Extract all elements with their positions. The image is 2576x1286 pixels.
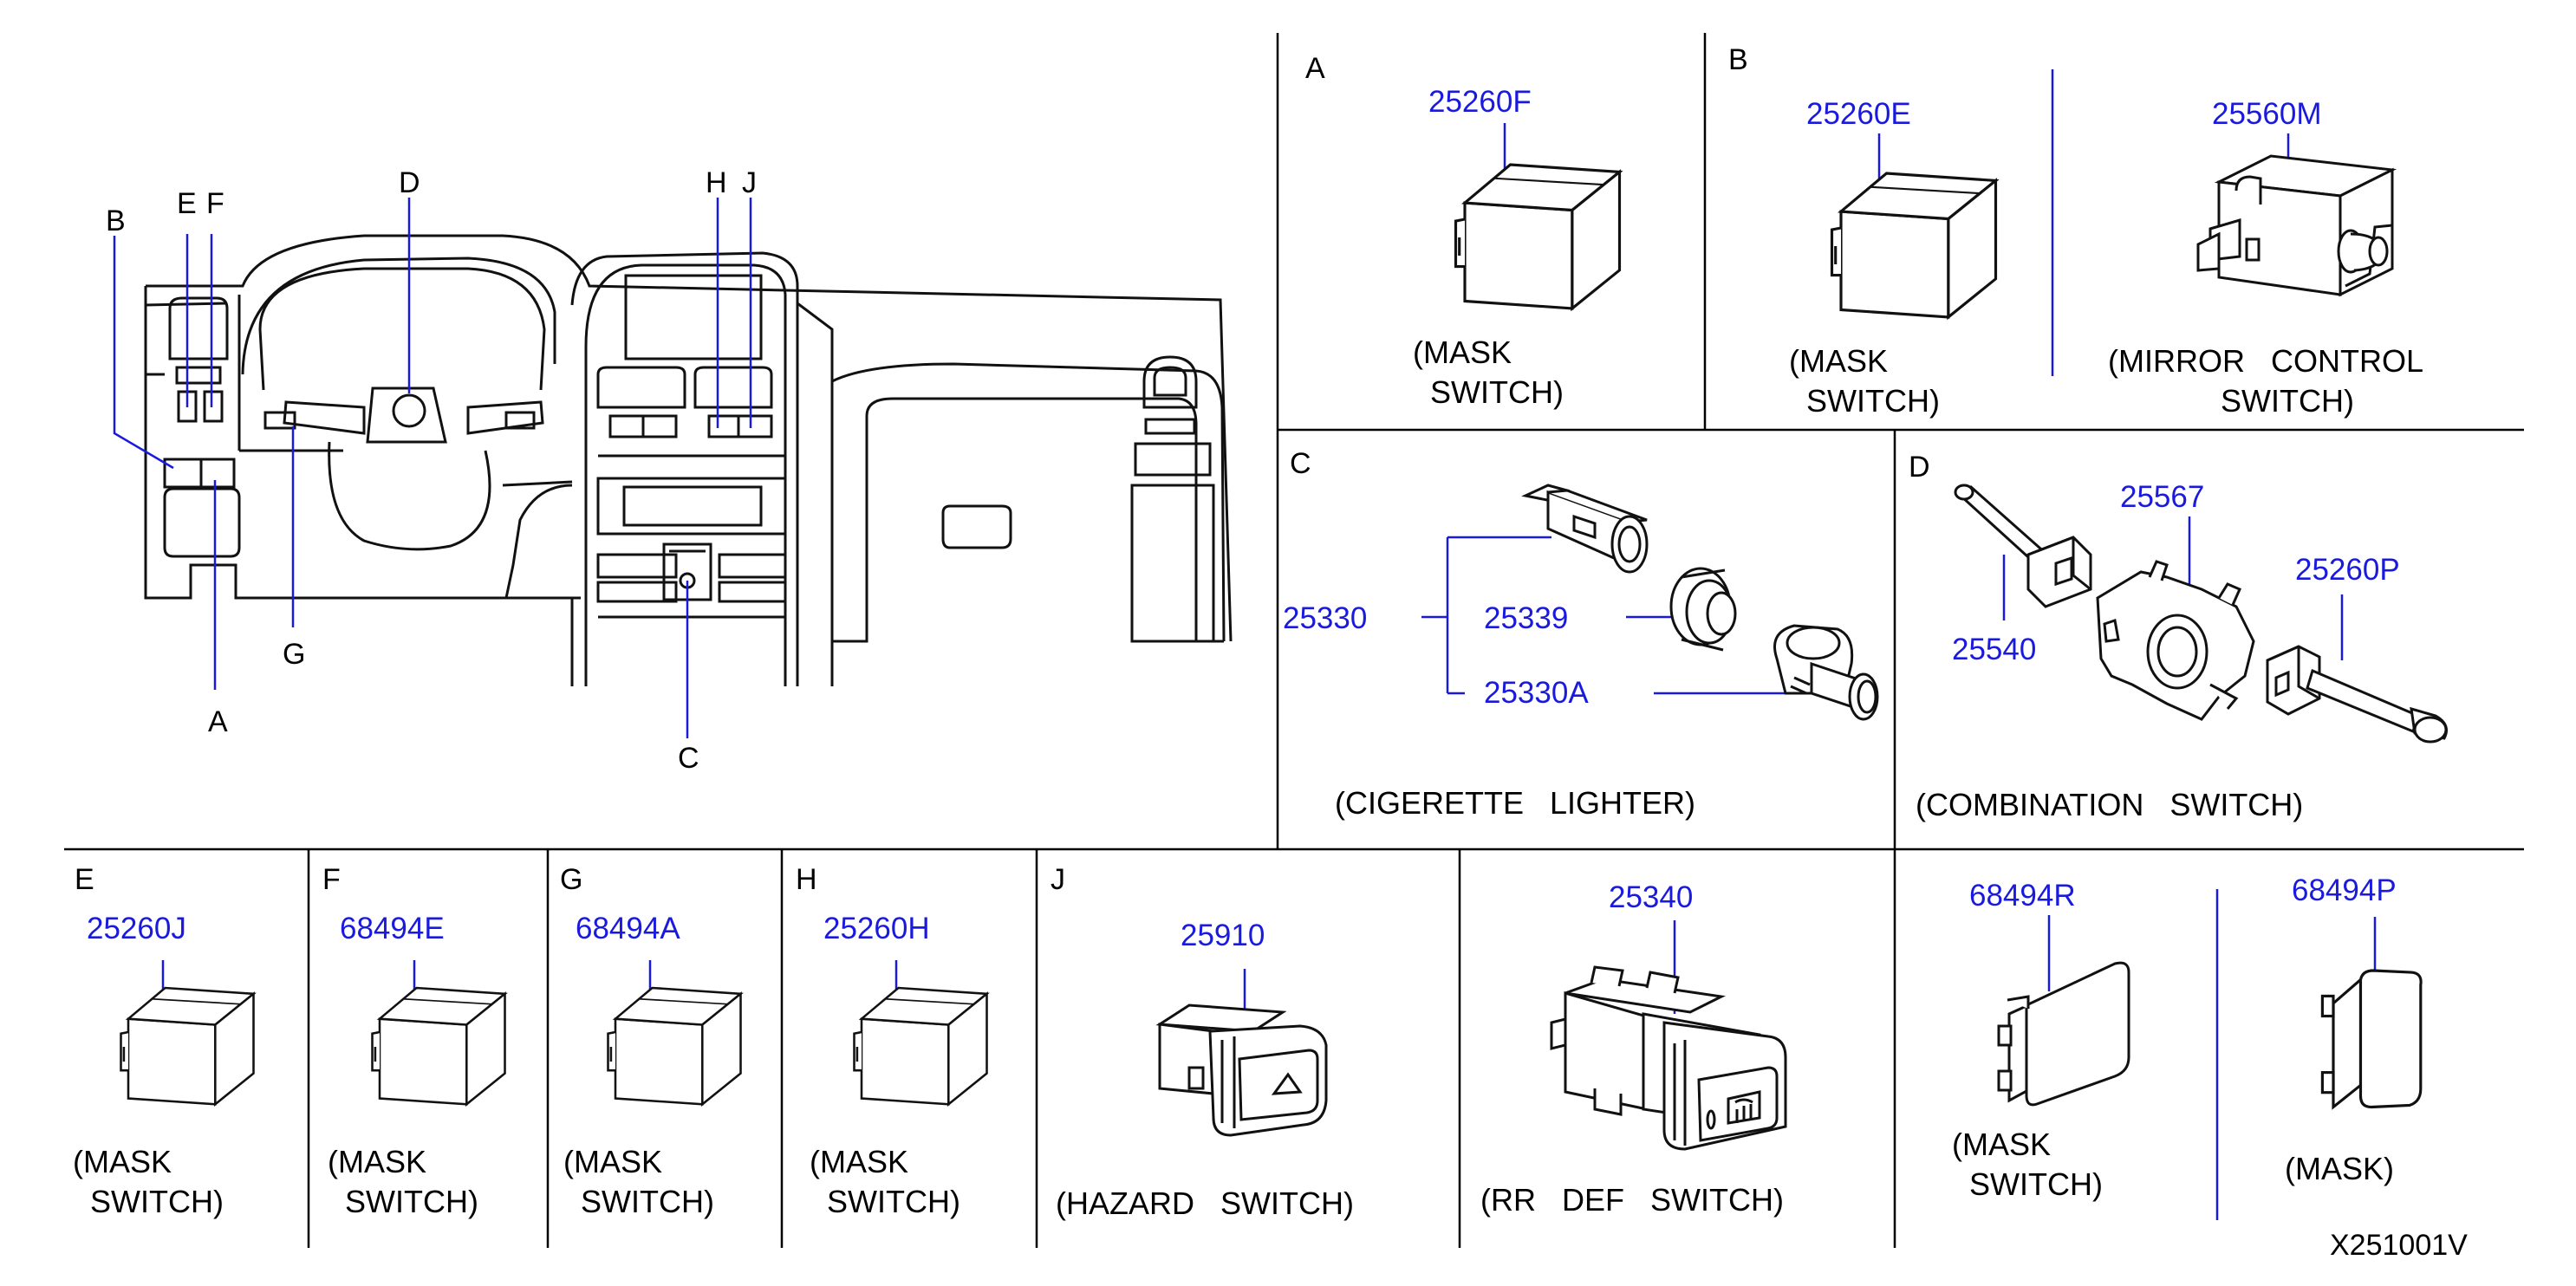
mask-switch-25260J-drawing [120, 960, 255, 1106]
part-number-25567: 25567 [2120, 480, 2205, 514]
callout-C: C [678, 742, 699, 775]
caption-mask-switch-G: (MASK SWITCH) [563, 1144, 714, 1219]
drawing-id: X251001V [2330, 1229, 2468, 1262]
part-number-25330A: 25330A [1484, 676, 1589, 710]
mask-switch-68494R-drawing [1997, 915, 2130, 1107]
rr-def-switch-drawing [1550, 920, 1787, 1151]
section-letter-D: D [1909, 451, 1930, 484]
mask-68494P-drawing [2320, 917, 2423, 1109]
part-number-25540: 25540 [1952, 633, 2037, 666]
section-letter-E: E [75, 863, 94, 896]
section-letter-F: F [322, 863, 341, 896]
section-letter-H: H [796, 863, 817, 896]
caption-mask-P: (MASK) [2285, 1151, 2394, 1186]
part-number-25260H: 25260H [823, 912, 930, 945]
mask-switch-68494A-drawing [607, 960, 742, 1106]
caption-rr-def-switch: (RR DEF SWITCH) [1480, 1182, 1784, 1218]
part-number-68494R: 68494R [1969, 879, 2076, 913]
part-number-25340: 25340 [1609, 880, 1694, 914]
part-number-25560M: 25560M [2212, 97, 2322, 131]
callout-E: E [177, 187, 197, 220]
mask-switch-68494E-drawing [371, 960, 506, 1106]
part-number-25330: 25330 [1283, 601, 1368, 635]
combination-switch-drawing [1954, 484, 2448, 744]
cigarette-lighter-leaders [1421, 536, 1806, 695]
caption-mask-switch-F: (MASK SWITCH) [328, 1144, 478, 1219]
caption-combination-switch: (COMBINATION SWITCH) [1916, 787, 2304, 822]
callout-G: G [283, 638, 306, 671]
callout-J: J [742, 166, 757, 199]
section-letter-J: J [1051, 863, 1065, 896]
overview-leader-lines [113, 198, 752, 738]
callout-F: F [206, 187, 224, 220]
cigarette-lighter-drawing [1521, 484, 1879, 721]
part-number-25260P: 25260P [2295, 553, 2400, 587]
caption-mask-switch-B: (MASK SWITCH) [1789, 343, 1940, 419]
callout-H: H [706, 166, 727, 199]
caption-mask-switch-A: (MASK SWITCH) [1413, 334, 1564, 410]
caption-mask-switch-E: (MASK SWITCH) [73, 1144, 224, 1219]
section-letter-A: A [1305, 52, 1325, 85]
caption-mask-switch-H: (MASK SWITCH) [810, 1144, 960, 1219]
part-number-25260E: 25260E [1806, 97, 1911, 131]
mirror-control-switch-drawing [2196, 133, 2397, 297]
frame-lines [64, 33, 2524, 1248]
part-number-68494P: 68494P [2292, 874, 2397, 907]
part-number-25339: 25339 [1484, 601, 1569, 635]
part-number-25260F: 25260F [1428, 85, 1532, 119]
hazard-switch-drawing [1155, 969, 1328, 1137]
part-number-25260J: 25260J [87, 912, 186, 945]
section-letter-G: G [560, 863, 583, 896]
mask-switch-25260E-drawing [1830, 133, 1998, 319]
dashboard-overview [144, 234, 1233, 686]
caption-hazard-switch: (HAZARD SWITCH) [1056, 1185, 1354, 1221]
section-letter-C: C [1290, 447, 1311, 480]
combination-switch-leaders [2002, 516, 2344, 660]
callout-A: A [208, 705, 228, 738]
part-number-25910: 25910 [1181, 919, 1265, 952]
callout-B: B [106, 205, 126, 237]
divider-lines [2051, 69, 2219, 1220]
part-number-68494E: 68494E [340, 912, 445, 945]
caption-mask-switch-R: (MASK SWITCH) [1952, 1127, 2103, 1202]
caption-cigarette-lighter: (CIGERETTE LIGHTER) [1335, 785, 1696, 821]
part-number-68494A: 68494A [576, 912, 680, 945]
section-letter-B: B [1728, 43, 1748, 76]
callout-D: D [399, 166, 420, 199]
caption-mirror-control-switch: (MIRROR CONTROL SWITCH) [2108, 343, 2423, 419]
mask-switch-25260H-drawing [853, 960, 988, 1106]
mask-switch-25260F-drawing [1454, 123, 1622, 310]
